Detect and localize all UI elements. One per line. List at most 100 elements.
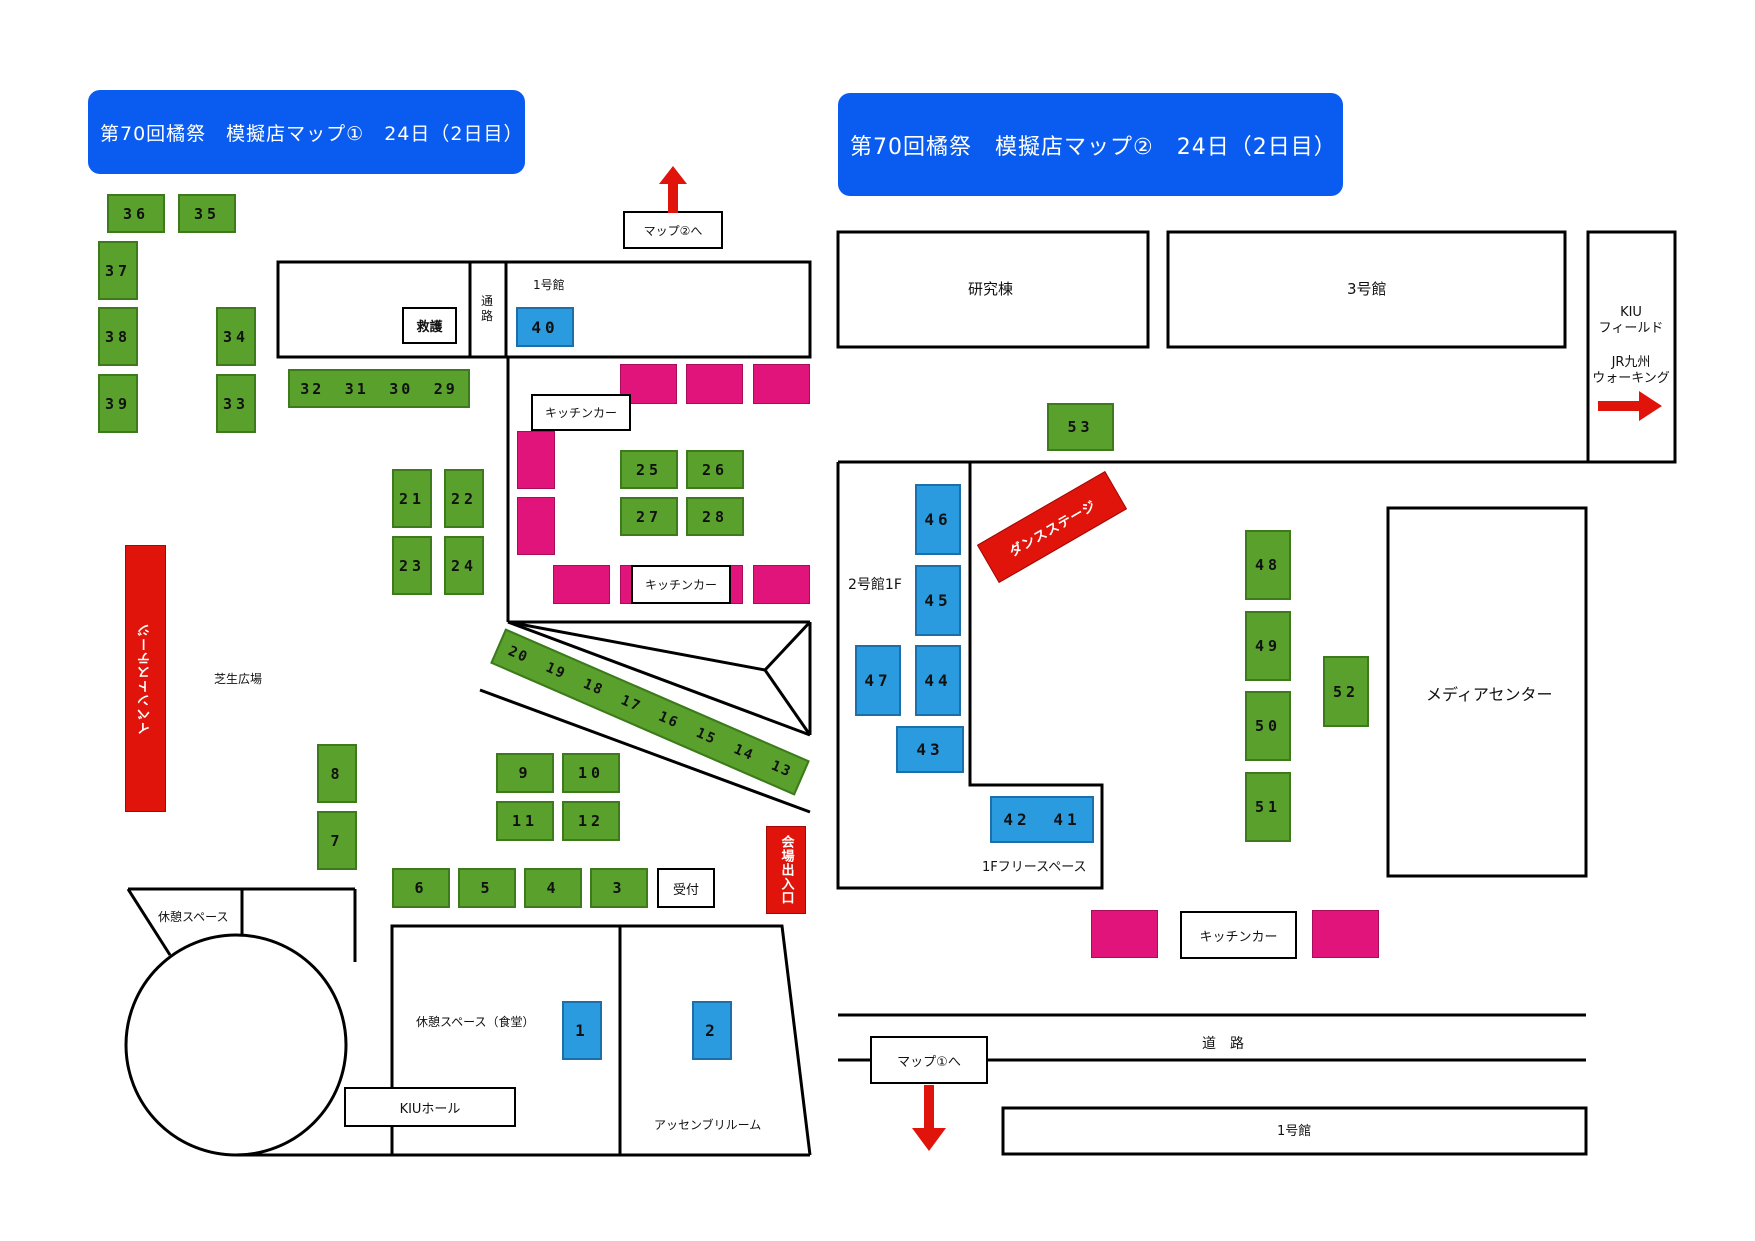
booth-number: 21	[398, 489, 426, 508]
booth-number: 27	[635, 507, 663, 526]
booth-number: 40	[531, 317, 559, 337]
booth-26[interactable]: 26	[686, 450, 744, 489]
map2-title-text: 第70回橘祭 模擬店マップ② 24日（2日目）	[850, 134, 1337, 160]
booth-2[interactable]: 2	[692, 1001, 732, 1060]
booth-number: 48	[1254, 556, 1282, 574]
kiu-hall-box: KIUホール	[344, 1087, 516, 1127]
booth-number: 35	[193, 204, 221, 223]
booth-number: 8	[330, 764, 344, 783]
kitchen-car-spot	[686, 364, 743, 404]
booth-number: 26	[701, 460, 729, 479]
kitchen-car-label: キッチンカー	[644, 578, 717, 592]
booth-52[interactable]: 52	[1323, 656, 1369, 727]
booth-33[interactable]: 33	[216, 374, 256, 433]
building2-1f-label: 2号館1F	[848, 577, 902, 593]
free-space-1f-label: 1Fフリースペース	[982, 860, 1087, 875]
booth-number: 25	[635, 460, 663, 479]
booth-25[interactable]: 25	[620, 450, 678, 489]
booth-23[interactable]: 23	[392, 536, 432, 595]
booth-number: 15	[693, 725, 720, 749]
booth-number: 2	[705, 1021, 719, 1040]
booth-number: 51	[1254, 798, 1282, 816]
booth-number: 30	[389, 379, 414, 398]
kitchen-car-spot	[1312, 910, 1379, 958]
booth-number: 43	[916, 740, 944, 759]
kitchen-car-spot	[517, 497, 555, 555]
booth-46[interactable]: 46	[915, 484, 961, 555]
kitchen-car-box: キッチンカー	[531, 394, 631, 431]
booth-39[interactable]: 39	[98, 374, 138, 433]
booth-10[interactable]: 10	[562, 753, 620, 793]
booth-number: 3	[612, 879, 626, 897]
rescue-box: 救護	[402, 307, 457, 344]
booth-8[interactable]: 8	[317, 744, 357, 803]
booth-3[interactable]: 3	[590, 868, 648, 908]
kiu-hall-label: KIUホール	[399, 1101, 461, 1117]
booth-number: 37	[104, 261, 132, 280]
booth-number: 14	[731, 741, 757, 765]
booth-5[interactable]: 5	[458, 868, 516, 908]
booth-37[interactable]: 37	[98, 241, 138, 300]
to-map1-label: マップ①へ	[897, 1054, 961, 1070]
rest-space-label: 休憩スペース	[158, 910, 229, 924]
booth-number: 20	[505, 643, 532, 667]
booth-6[interactable]: 6	[392, 868, 450, 908]
booth-number: 49	[1254, 637, 1282, 655]
booth-number: 7	[330, 831, 344, 850]
booth-12[interactable]: 12	[562, 801, 620, 841]
media-center-label: メディアセンター	[1426, 685, 1553, 704]
arrow-down-icon	[912, 1085, 946, 1151]
booth-number: 11	[511, 812, 539, 830]
booth-28[interactable]: 28	[686, 497, 744, 536]
booth-51[interactable]: 51	[1245, 772, 1291, 842]
booth-35[interactable]: 35	[178, 194, 236, 233]
booth-36[interactable]: 36	[107, 194, 165, 233]
booth-49[interactable]: 49	[1245, 611, 1291, 681]
booth-number: 34	[222, 327, 250, 346]
booth-4[interactable]: 4	[524, 868, 582, 908]
booth-50[interactable]: 50	[1245, 691, 1291, 761]
passage-label: 通 路	[481, 294, 494, 323]
booth-42-41[interactable]: 42 41	[990, 796, 1094, 843]
to-map1-button[interactable]: マップ①へ	[870, 1036, 988, 1084]
booth-number: 16	[656, 708, 682, 732]
road-label: 道 路	[1202, 1036, 1244, 1052]
to-map2-button[interactable]: マップ②へ	[623, 211, 723, 249]
kiu-field-label: KIU フィールド	[1598, 305, 1664, 336]
booth-24[interactable]: 24	[444, 536, 484, 595]
shibafu-label: 芝生広場	[214, 672, 263, 686]
booth-number: 36	[122, 204, 150, 223]
booth-7[interactable]: 7	[317, 811, 357, 870]
booth-43[interactable]: 43	[896, 726, 964, 773]
booth-34[interactable]: 34	[216, 307, 256, 366]
booth-40[interactable]: 40	[516, 307, 574, 347]
booth-9[interactable]: 9	[496, 753, 554, 793]
jr-walking-label: JR九州 ウォーキング	[1592, 355, 1670, 386]
kitchen-car-label: キッチンカー	[1199, 929, 1278, 945]
booth-11[interactable]: 11	[496, 801, 554, 841]
booth-1[interactable]: 1	[562, 1001, 602, 1060]
event-stage: イベントステージ	[125, 545, 166, 812]
booth-21[interactable]: 21	[392, 469, 432, 528]
booth-38[interactable]: 38	[98, 307, 138, 366]
booth-number: 10	[577, 764, 605, 782]
booth-47[interactable]: 47	[855, 645, 901, 716]
booth-22[interactable]: 22	[444, 469, 484, 528]
map2-title: 第70回橘祭 模擬店マップ② 24日（2日目）	[838, 93, 1343, 196]
booth-number: 31	[344, 379, 369, 398]
booth-number: 9	[518, 764, 532, 782]
booth-27[interactable]: 27	[620, 497, 678, 536]
kitchen-car-box: キッチンカー	[1180, 911, 1297, 959]
arrow-right-icon	[1598, 391, 1662, 421]
booth-44[interactable]: 44	[915, 645, 961, 716]
booth-32-29[interactable]: 32 31 30 29	[288, 369, 470, 408]
map1-title: 第70回橘祭 模擬店マップ① 24日（2日目）	[88, 90, 525, 174]
booth-45[interactable]: 45	[915, 565, 961, 636]
booth-number: 44	[924, 671, 952, 690]
reception-box: 受付	[657, 868, 715, 908]
booth-number: 47	[864, 671, 892, 690]
booth-number: 18	[580, 675, 607, 699]
booth-53[interactable]: 53	[1047, 403, 1114, 451]
booth-48[interactable]: 48	[1245, 530, 1291, 600]
